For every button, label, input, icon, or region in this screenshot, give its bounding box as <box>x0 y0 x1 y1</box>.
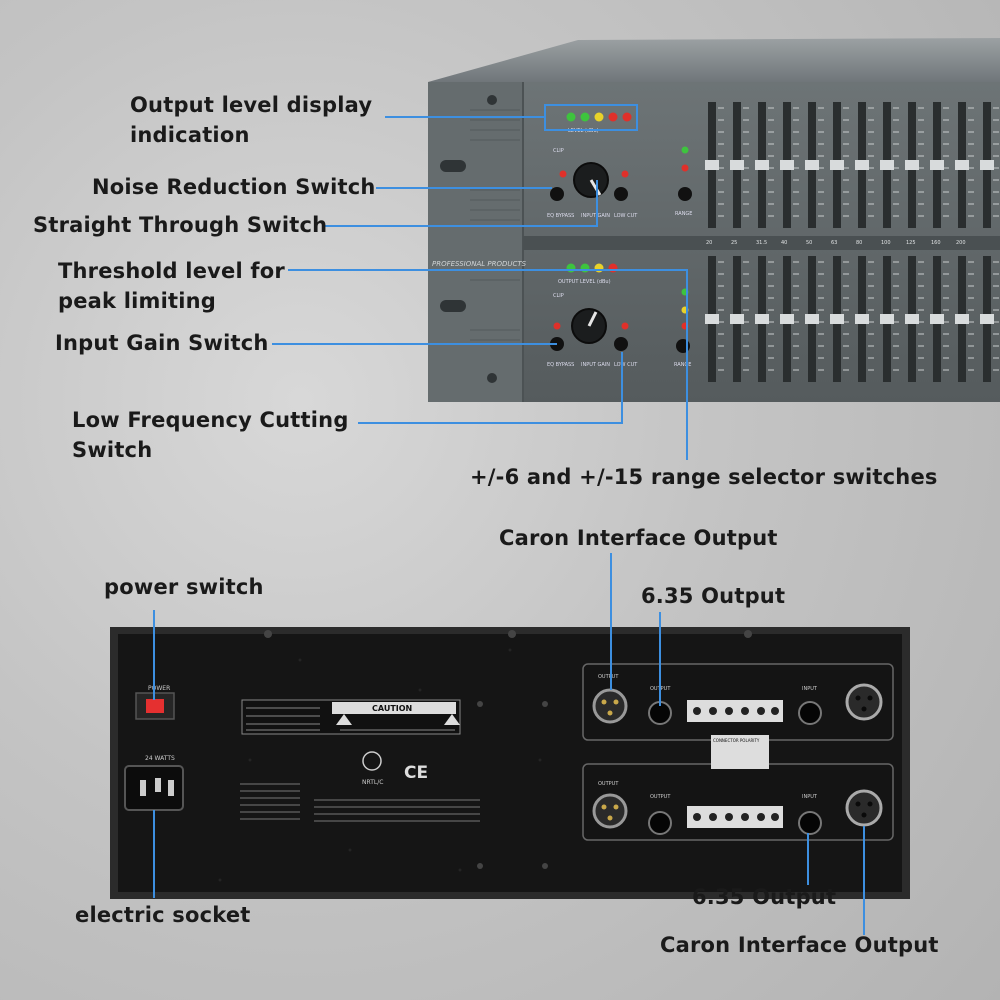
callout-lines <box>153 116 865 935</box>
svg-text:CE: CE <box>404 763 428 783</box>
quarter-inch-input-jack[interactable] <box>798 701 822 725</box>
fader-cap[interactable] <box>855 314 869 324</box>
svg-text:OUTPUT: OUTPUT <box>650 794 671 800</box>
svg-text:INPUT GAIN: INPUT GAIN <box>581 213 610 219</box>
quarter-inch-output-jack-2[interactable] <box>648 811 672 835</box>
svg-text:INPUT GAIN: INPUT GAIN <box>581 362 610 368</box>
rear-equalizer-unit: POWER 24 WATTS CAUTION <box>110 627 910 899</box>
svg-text:POWER: POWER <box>148 685 170 692</box>
callout-electric-socket: electric socket <box>75 903 251 927</box>
xlr-input-jack[interactable] <box>845 683 883 721</box>
callout-power-switch: power switch <box>104 575 264 599</box>
fader-cap[interactable] <box>730 314 744 324</box>
front-equalizer-unit: PROFESSIONAL PRODUCTS LEVEL (dBu) CLIP <box>428 38 1000 402</box>
fader-cap[interactable] <box>805 160 819 170</box>
fader-cap[interactable] <box>880 314 894 324</box>
svg-text:CLIP: CLIP <box>553 293 564 299</box>
fader-cap[interactable] <box>780 160 794 170</box>
svg-text:EQ BYPASS: EQ BYPASS <box>547 213 574 219</box>
fader-bank-2[interactable] <box>705 256 999 382</box>
fader-cap[interactable] <box>730 160 744 170</box>
freq-label: 80 <box>856 240 862 246</box>
fader-cap[interactable] <box>955 314 969 324</box>
fader-cap[interactable] <box>955 160 969 170</box>
freq-label: 160 <box>931 240 941 246</box>
svg-text:RANGE: RANGE <box>675 211 692 217</box>
bottom-connector-row: OUTPUT OUTPUT INPUT <box>592 781 883 835</box>
callout-caron-output-top: Caron Interface Output <box>499 526 778 550</box>
svg-text:CONNECTOR POLARITY: CONNECTOR POLARITY <box>713 738 760 743</box>
svg-text:OUTPUT: OUTPUT <box>598 781 619 787</box>
brand-text: PROFESSIONAL PRODUCTS <box>432 260 527 268</box>
fader-cap[interactable] <box>880 160 894 170</box>
freq-label: 40 <box>781 240 787 246</box>
callout-noise-reduction-switch: Noise Reduction Switch <box>92 175 376 199</box>
fader-cap[interactable] <box>755 314 769 324</box>
channel-1-controls: LEVEL (dBu) CLIP EQ BYPASS INPUT GAIN LO… <box>547 112 692 219</box>
callout-range-selector: +/-6 and +/-15 range selector switches <box>470 465 938 489</box>
low-cut-button-2[interactable] <box>614 337 628 351</box>
xlr-output-jack[interactable] <box>592 688 628 724</box>
fader-cap[interactable] <box>905 314 919 324</box>
power-socket[interactable] <box>124 765 184 811</box>
output-level-leds <box>566 112 632 122</box>
freq-label: 50 <box>806 240 812 246</box>
low-cut-button[interactable] <box>614 187 628 201</box>
freq-label: 31.5 <box>756 240 767 246</box>
svg-text:OUTPUT: OUTPUT <box>598 674 619 680</box>
top-connector-row: OUTPUT OUTPUT INPUT <box>592 674 883 725</box>
fader-cap[interactable] <box>930 160 944 170</box>
fader-cap[interactable] <box>905 160 919 170</box>
freq-label: 125 <box>906 240 916 246</box>
svg-text:CAUTION: CAUTION <box>372 704 412 713</box>
svg-text:INPUT: INPUT <box>802 794 818 800</box>
quarter-inch-input-jack-2[interactable] <box>798 811 822 835</box>
callout-635-output-top: 6.35 Output <box>641 584 786 608</box>
svg-text:INPUT: INPUT <box>802 686 818 692</box>
fader-cap[interactable] <box>855 160 869 170</box>
fader-cap[interactable] <box>980 160 994 170</box>
svg-text:EQ BYPASS: EQ BYPASS <box>547 362 574 368</box>
range-button-1[interactable] <box>678 187 692 201</box>
fader-cap[interactable] <box>805 314 819 324</box>
svg-text:OUTPUT LEVEL (dBu): OUTPUT LEVEL (dBu) <box>558 279 611 285</box>
fader-cap[interactable] <box>980 314 994 324</box>
fader-cap[interactable] <box>830 314 844 324</box>
freq-label: 100 <box>881 240 891 246</box>
svg-text:24 WATTS: 24 WATTS <box>145 755 175 762</box>
svg-text:LOW CUT: LOW CUT <box>614 213 638 219</box>
callout-caron-output-bottom: Caron Interface Output <box>660 933 939 957</box>
freq-label: 25 <box>731 240 737 246</box>
svg-text:NRTL/C: NRTL/C <box>362 779 383 786</box>
callout-input-gain-switch: Input Gain Switch <box>55 331 269 355</box>
channel-2-controls: OUTPUT LEVEL (dBu) CLIP EQ BYPASS INPUT … <box>547 263 691 368</box>
callout-output-level-display: Output level display indication <box>130 93 373 147</box>
fader-cap[interactable] <box>705 314 719 324</box>
xlr-output-jack-2[interactable] <box>592 793 628 829</box>
svg-text:LOW CUT: LOW CUT <box>614 362 638 368</box>
frequency-labels: 20 25 31.5 40 50 63 80 100 125 160 200 <box>706 240 966 246</box>
eq-bypass-button[interactable] <box>550 187 564 201</box>
fader-cap[interactable] <box>930 314 944 324</box>
callout-threshold-level: Threshold level for peak limiting <box>58 259 285 313</box>
fader-bank-1[interactable] <box>705 102 999 228</box>
fader-cap[interactable] <box>755 160 769 170</box>
xlr-input-jack-2[interactable] <box>845 789 883 827</box>
fader-cap[interactable] <box>780 314 794 324</box>
svg-text:RANGE: RANGE <box>674 362 691 368</box>
fader-cap[interactable] <box>705 160 719 170</box>
freq-label: 20 <box>706 240 712 246</box>
callout-low-frequency-cutting: Low Frequency Cutting Switch <box>72 408 349 462</box>
freq-label: 63 <box>831 240 837 246</box>
freq-label: 200 <box>956 240 966 246</box>
fader-cap[interactable] <box>830 160 844 170</box>
svg-text:CLIP: CLIP <box>553 148 564 154</box>
callout-635-output-bottom: 6.35 Output <box>692 885 837 909</box>
callout-straight-through-switch: Straight Through Switch <box>33 213 328 237</box>
